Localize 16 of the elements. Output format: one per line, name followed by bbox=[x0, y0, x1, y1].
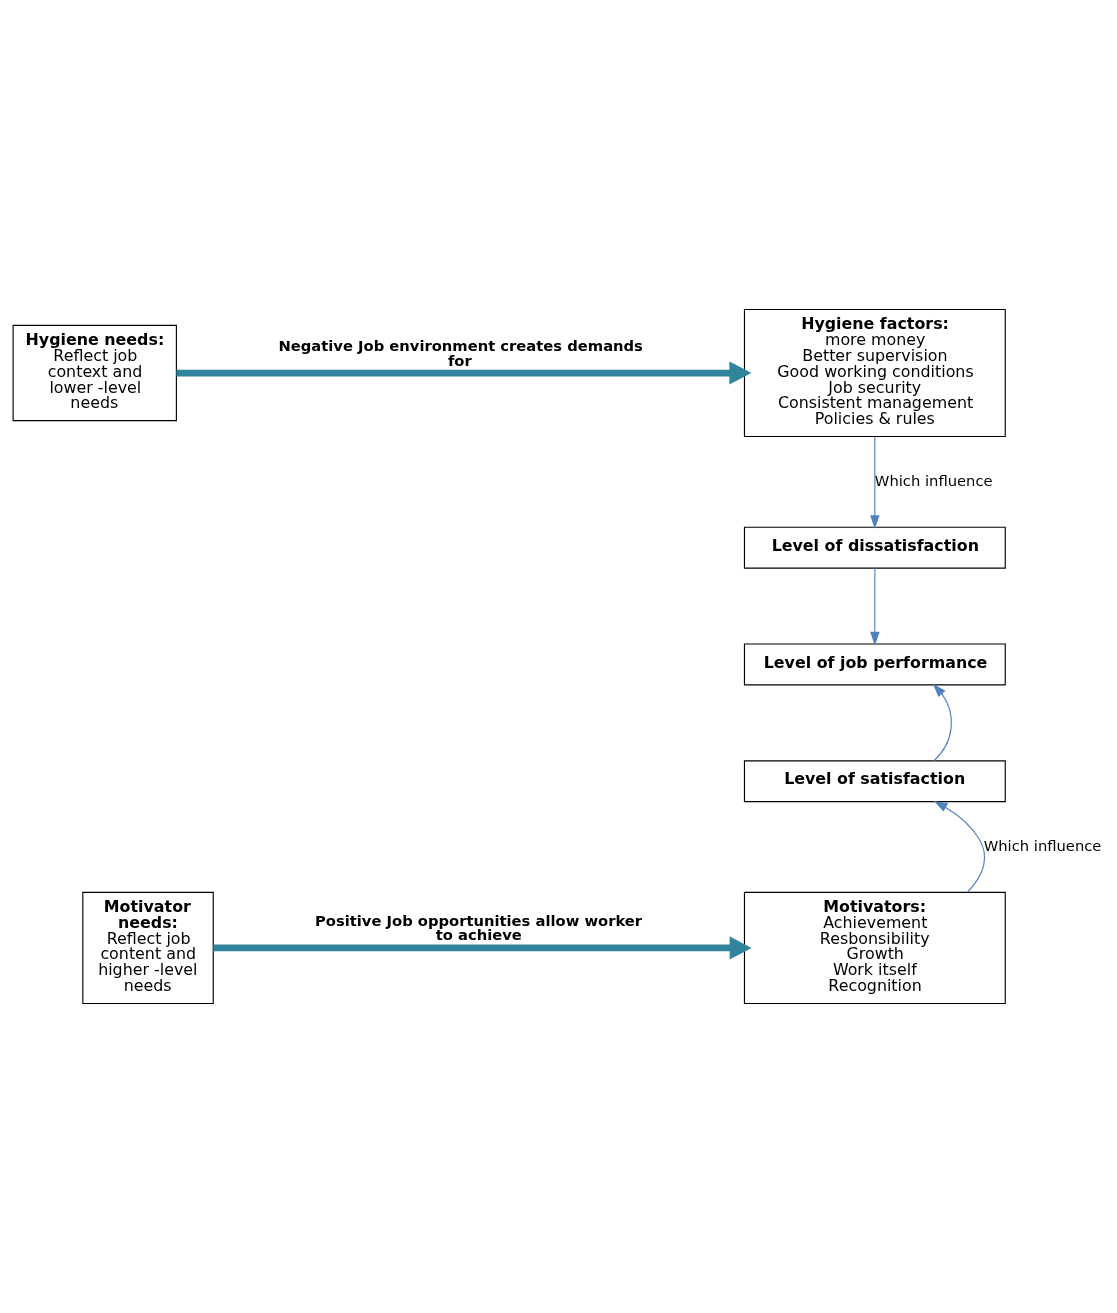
node-box: Motivators: Achievement Resbonsibility Growth Work itself Recognition bbox=[743, 891, 1006, 1005]
edge-label: Positive Job opportunities allow worker to achieve bbox=[315, 911, 643, 944]
edge-label: Which influence bbox=[874, 471, 993, 489]
edge-label: Which influence bbox=[983, 836, 1102, 854]
arrow bbox=[932, 683, 952, 762]
arrow bbox=[870, 436, 880, 529]
node-box: Hygiene needs: Reflect job context and lower -level needs bbox=[12, 324, 177, 422]
node-box: Level of satisfaction bbox=[743, 760, 1006, 803]
arrow bbox=[933, 800, 986, 893]
edge-label: Negative Job environment creates demands for bbox=[278, 336, 643, 369]
node-box: Motivator needs: Reflect job content and higher -level needs bbox=[82, 891, 214, 1005]
arrow bbox=[213, 936, 752, 960]
node-box: Level of job performance bbox=[743, 643, 1006, 686]
node-box: Level of dissatisfaction bbox=[743, 526, 1006, 569]
node-box: Hygiene factors: more money Better supervision Good working conditions Job security Consistent management Policies & rules bbox=[743, 308, 1006, 438]
arrow bbox=[870, 567, 880, 646]
